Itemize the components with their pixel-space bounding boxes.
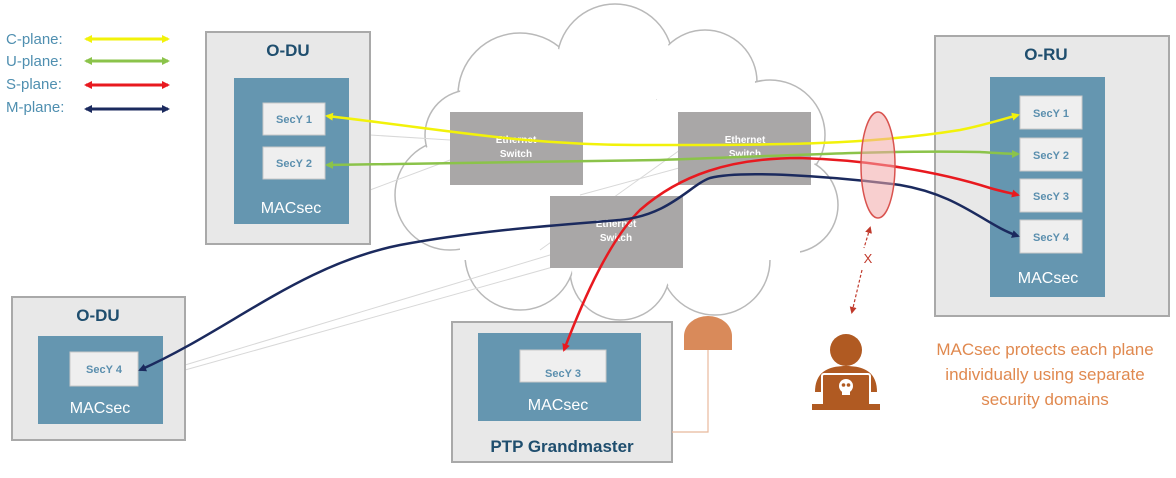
odu-top-title: O-DU <box>266 41 309 60</box>
odu-bottom: O-DU SecY 4 MACsec <box>11 296 186 441</box>
legend-item-c-plane: C-plane: <box>6 31 170 48</box>
blocked-x-mark: X <box>864 251 873 266</box>
blocked-attack-path: X <box>849 226 873 314</box>
macsec-boundary-ellipse <box>860 111 896 219</box>
legend-label: M-plane: <box>6 99 64 116</box>
legend-item-u-plane: U-plane: <box>6 53 170 70</box>
odu-bottom-title: O-DU <box>76 306 119 325</box>
m-plane-link <box>138 173 1020 372</box>
note-line-1: MACsec protects each plane <box>936 340 1153 359</box>
legend-item-s-plane: S-plane: <box>6 76 170 93</box>
gps-antenna-icon <box>672 316 732 433</box>
macsec-label: MACsec <box>70 400 130 417</box>
legend-label: U-plane: <box>6 53 63 70</box>
secy-4-label: SecY 4 <box>1033 232 1070 244</box>
oru-title: O-RU <box>1024 45 1067 64</box>
secy-1-label: SecY 1 <box>276 114 312 126</box>
odu-top: O-DU SecY 1 SecY 2 MACsec <box>205 31 371 245</box>
oru: O-RU SecY 1 SecY 2 SecY 3 SecY 4 MACsec <box>934 35 1170 317</box>
note-line-2: individually using separate <box>945 365 1144 384</box>
switch-label-line1: Ethernet <box>496 135 537 146</box>
legend: C-plane: U-plane: S-plane: M-plane: <box>6 31 170 116</box>
ethernet-switch-1: Ethernet Switch <box>450 112 583 185</box>
u-plane-link <box>325 149 1020 169</box>
secy-3-label: SecY 3 <box>545 368 581 380</box>
c-plane-link <box>325 112 1020 147</box>
secy-2-label: SecY 2 <box>1033 150 1069 162</box>
legend-label: C-plane: <box>6 31 63 48</box>
ptp-grandmaster: SecY 3 MACsec PTP Grandmaster <box>451 321 673 463</box>
macsec-label: MACsec <box>261 200 321 217</box>
plane-links <box>138 112 1020 372</box>
explanatory-note: MACsec protects each plane individually … <box>936 340 1153 409</box>
secy-2-label: SecY 2 <box>276 158 312 170</box>
macsec-label: MACsec <box>1018 270 1078 287</box>
legend-item-m-plane: M-plane: <box>6 99 170 116</box>
macsec-label: MACsec <box>528 397 588 414</box>
switch-label-line2: Switch <box>500 149 532 160</box>
secy-4-label: SecY 4 <box>86 364 123 376</box>
secy-1-label: SecY 1 <box>1033 108 1069 120</box>
note-line-3: security domains <box>981 390 1109 409</box>
ptp-title: PTP Grandmaster <box>490 437 634 456</box>
secy-3-label: SecY 3 <box>1033 191 1069 203</box>
hacker-skull-icon <box>812 334 880 410</box>
switch-label-line1: Ethernet <box>725 135 766 146</box>
legend-label: S-plane: <box>6 76 62 93</box>
